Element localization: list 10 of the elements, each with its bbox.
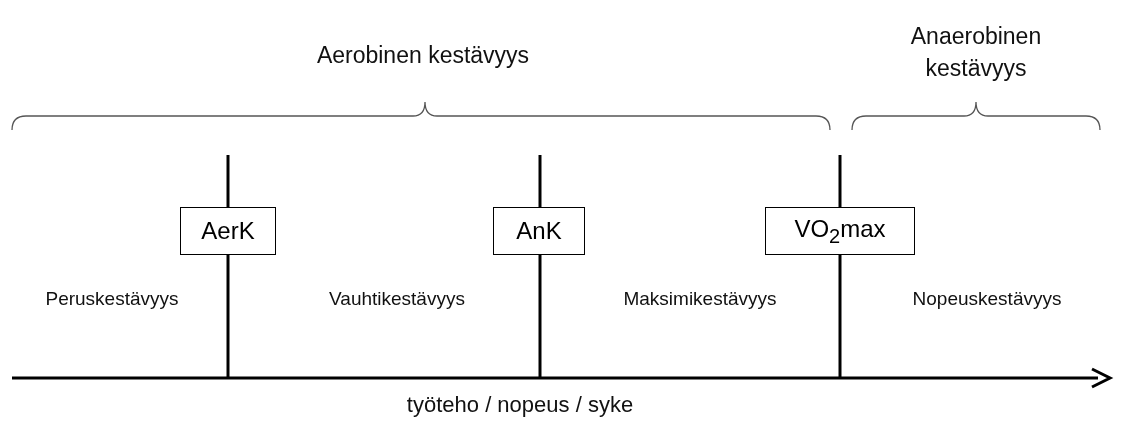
threshold-box: AnK — [493, 207, 585, 255]
zone-label: Vauhtikestävyys — [329, 288, 465, 310]
threshold-box: AerK — [180, 207, 276, 255]
axis-label: työteho / nopeus / syke — [406, 392, 634, 418]
threshold-box: VO$_{2}$max — [765, 207, 915, 255]
zone-label: Peruskestävyys — [45, 288, 179, 310]
section-heading: Anaerobinen kestävyys — [909, 22, 1043, 84]
section-heading: Aerobinen kestävyys — [316, 42, 530, 69]
zone-label: Maksimikestävyys — [623, 288, 777, 310]
zone-label: Nopeuskestävyys — [912, 288, 1062, 310]
